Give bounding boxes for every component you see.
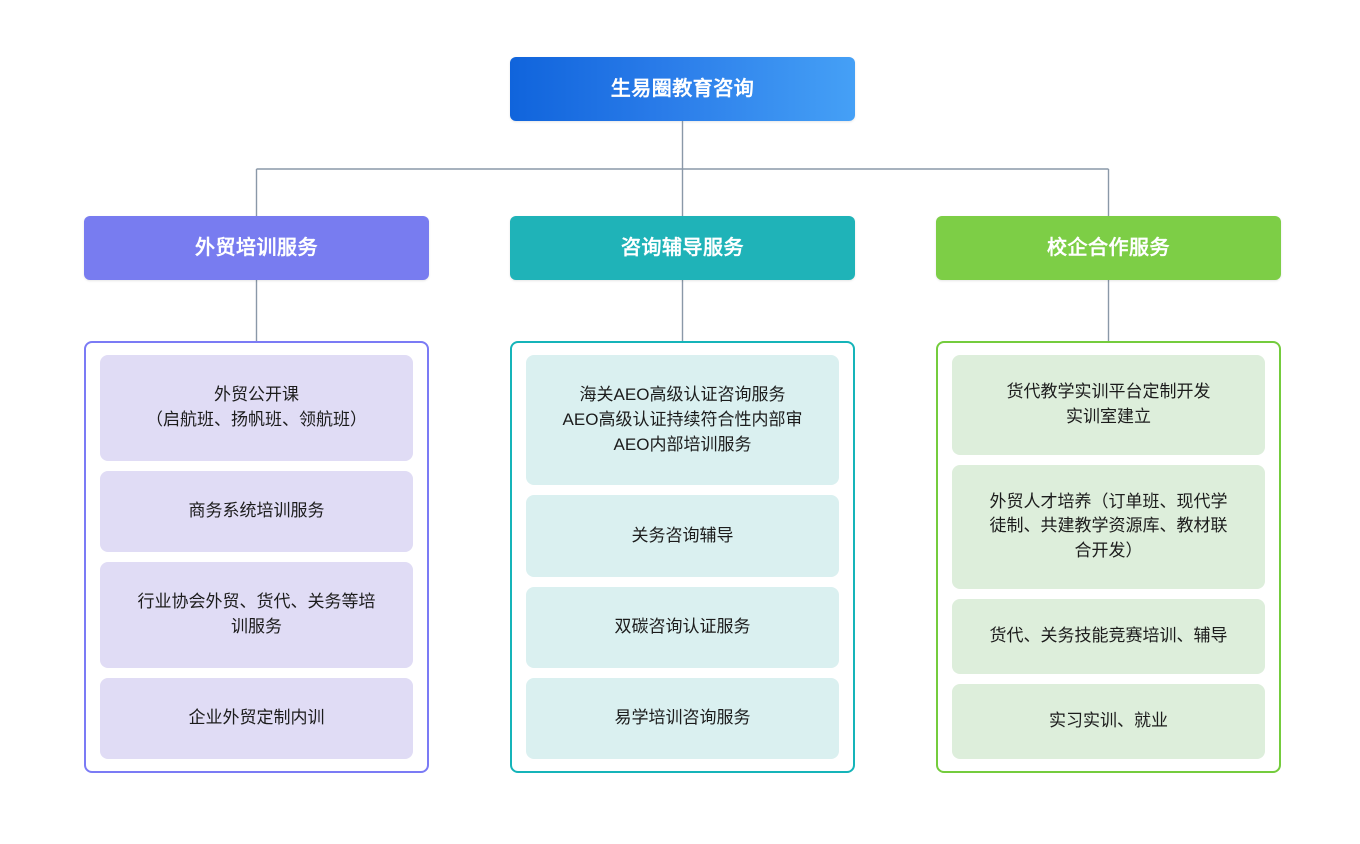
service-item[interactable]: 货代、关务技能竞赛培训、辅导 (952, 598, 1265, 674)
service-item[interactable]: 双碳咨询认证服务 (526, 586, 839, 668)
service-item[interactable]: 外贸公开课 （启航班、扬帆班、领航班） (100, 355, 413, 461)
root-node-label: 生易圈教育咨询 (610, 78, 755, 100)
service-item-label: 实习实训、就业 (1049, 711, 1168, 731)
service-item[interactable]: 关务咨询辅导 (526, 495, 839, 577)
service-item[interactable]: 实习实训、就业 (952, 683, 1265, 759)
service-item[interactable]: 易学培训咨询服务 (526, 677, 839, 760)
column-container-zixun-fudao: 海关AEO高级认证咨询服务 AEO高级认证持续符合性内部审 AEO内部培训服务 … (510, 341, 855, 773)
service-item[interactable]: 海关AEO高级认证咨询服务 AEO高级认证持续符合性内部审 AEO内部培训服务 (526, 355, 839, 486)
service-item[interactable]: 行业协会外贸、货代、关务等培 训服务 (100, 562, 413, 668)
service-item[interactable]: 外贸人才培养（订单班、现代学 徒制、共建教学资源库、教材联 合开发） (952, 464, 1265, 589)
service-item[interactable]: 货代教学实训平台定制开发 实训室建立 (952, 355, 1265, 455)
column-header-xiaoqi-hezuo[interactable]: 校企合作服务 (936, 216, 1281, 280)
service-item-label: 商务系统培训服务 (188, 501, 325, 521)
column-header-waimao-peixun[interactable]: 外贸培训服务 (84, 216, 429, 280)
service-item-label: 海关AEO高级认证咨询服务 AEO高级认证持续符合性内部审 AEO内部培训服务 (562, 385, 803, 454)
service-item-label: 易学培训咨询服务 (614, 708, 751, 728)
service-item-label: 货代教学实训平台定制开发 实训室建立 (1006, 382, 1211, 426)
service-item-label: 关务咨询辅导 (631, 525, 734, 545)
service-item[interactable]: 商务系统培训服务 (100, 470, 413, 553)
service-item-label: 外贸人才培养（订单班、现代学 徒制、共建教学资源库、教材联 合开发） (989, 491, 1228, 561)
service-item[interactable]: 企业外贸定制内训 (100, 677, 413, 760)
column-container-waimao-peixun: 外贸公开课 （启航班、扬帆班、领航班） 商务系统培训服务 行业协会外贸、货代、关… (84, 341, 429, 773)
root-node[interactable]: 生易圈教育咨询 (510, 57, 855, 121)
service-item-label: 货代、关务技能竞赛培训、辅导 (989, 626, 1228, 646)
column-header-label: 校企合作服务 (1047, 237, 1170, 259)
service-item-label: 企业外贸定制内训 (188, 708, 325, 728)
service-item-label: 外贸公开课 （启航班、扬帆班、领航班） (146, 385, 367, 429)
service-item-label: 行业协会外贸、货代、关务等培 训服务 (137, 592, 376, 636)
column-header-zixun-fudao[interactable]: 咨询辅导服务 (510, 216, 855, 280)
column-container-xiaoqi-hezuo: 货代教学实训平台定制开发 实训室建立 外贸人才培养（订单班、现代学 徒制、共建教… (936, 341, 1281, 773)
column-header-label: 咨询辅导服务 (621, 237, 744, 259)
column-header-label: 外贸培训服务 (195, 237, 318, 259)
service-item-label: 双碳咨询认证服务 (614, 616, 751, 636)
